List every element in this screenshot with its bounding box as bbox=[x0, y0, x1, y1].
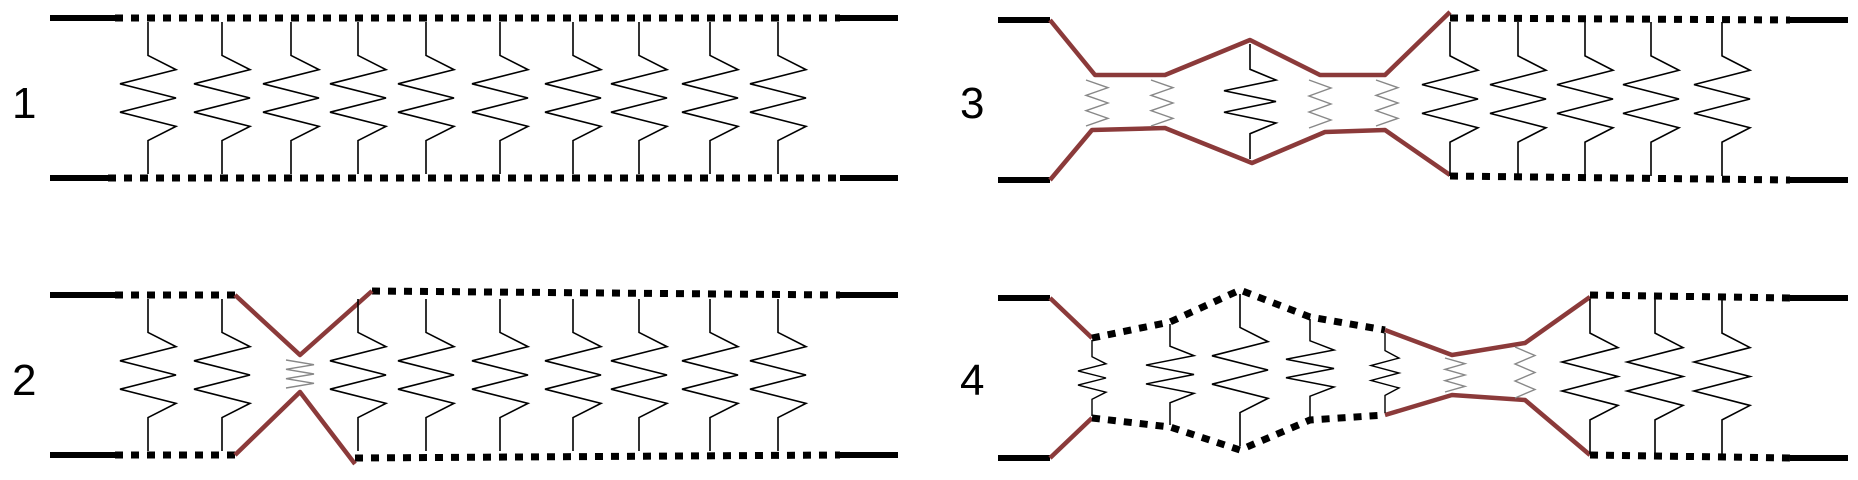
p4-top-dotted-middle bbox=[1091, 286, 1386, 342]
p1-spring-1 bbox=[119, 22, 179, 174]
p2-spring-5 bbox=[471, 299, 531, 451]
p4-compressed-spring-6 bbox=[1442, 357, 1468, 393]
p1-spring-4 bbox=[329, 22, 389, 174]
p3-top-rail-right bbox=[1449, 14, 1791, 24]
p4-top-rail-right bbox=[1589, 291, 1791, 302]
p4-top-deformed-segment bbox=[1384, 295, 1592, 358]
p2-top-deformed-segment bbox=[233, 289, 374, 358]
p1-spring-10 bbox=[749, 22, 809, 174]
p2-spring-9 bbox=[749, 299, 809, 451]
p4-spring-3 bbox=[1211, 294, 1271, 446]
p1-spring-2 bbox=[193, 22, 253, 174]
p3-spring-10 bbox=[1693, 22, 1753, 176]
p2-spring-4 bbox=[397, 299, 457, 451]
p2-compressed-spring bbox=[285, 359, 315, 389]
p3-compressed-spring-1 bbox=[1083, 79, 1111, 127]
p2-top-rail-right bbox=[371, 287, 841, 299]
p4-top-left-red bbox=[1048, 296, 1094, 340]
panel-1-label: 1 bbox=[12, 79, 36, 128]
drawing-layer bbox=[50, 10, 1848, 466]
p1-spring-8 bbox=[610, 22, 670, 174]
p3-spring-7 bbox=[1489, 22, 1549, 176]
p4-spring-9 bbox=[1623, 299, 1687, 454]
p3-bottom-rail-right bbox=[1449, 172, 1791, 184]
p3-compressed-spring-5 bbox=[1373, 79, 1401, 127]
p4-bottom-dotted-middle bbox=[1091, 411, 1386, 454]
p3-spring-8 bbox=[1556, 22, 1616, 176]
panel-3-label: 3 bbox=[960, 79, 984, 128]
p1-spring-5 bbox=[397, 22, 457, 174]
p4-compressed-spring-7 bbox=[1513, 346, 1537, 399]
p3-spring-6 bbox=[1421, 22, 1481, 176]
p4-spring-2 bbox=[1145, 324, 1197, 425]
p2-spring-6 bbox=[544, 299, 604, 451]
p4-spring-4 bbox=[1285, 319, 1337, 418]
p4-bottom-rail-right bbox=[1589, 451, 1791, 462]
p4-bottom-left-red bbox=[1048, 416, 1094, 460]
panel-4-label: 4 bbox=[960, 356, 984, 405]
p2-spring-2 bbox=[193, 299, 253, 451]
p2-bottom-deformed-segment bbox=[233, 389, 357, 466]
p1-spring-3 bbox=[262, 22, 322, 174]
p2-spring-8 bbox=[681, 299, 741, 451]
p1-spring-9 bbox=[681, 22, 741, 174]
p1-spring-7 bbox=[544, 22, 604, 174]
p3-spring-3 bbox=[1223, 44, 1279, 159]
p4-spring-5 bbox=[1368, 333, 1402, 413]
p3-compressed-spring-4 bbox=[1306, 79, 1334, 129]
p4-spring-8 bbox=[1558, 299, 1622, 454]
p2-bottom-rail-right bbox=[354, 451, 841, 462]
p3-spring-9 bbox=[1622, 22, 1682, 176]
p2-spring-1 bbox=[119, 299, 179, 451]
p3-compressed-spring-2 bbox=[1148, 79, 1176, 127]
p1-spring-6 bbox=[471, 22, 531, 174]
p4-spring-1 bbox=[1077, 340, 1108, 416]
p2-spring-7 bbox=[610, 299, 670, 451]
panel-2-label: 2 bbox=[12, 356, 36, 405]
p4-bottom-deformed-segment bbox=[1384, 392, 1592, 457]
p2-spring-3 bbox=[329, 299, 389, 451]
p3-bottom-deformed-segment bbox=[1048, 125, 1452, 182]
p3-top-deformed-segment bbox=[1048, 10, 1452, 78]
p4-spring-10 bbox=[1690, 299, 1754, 454]
